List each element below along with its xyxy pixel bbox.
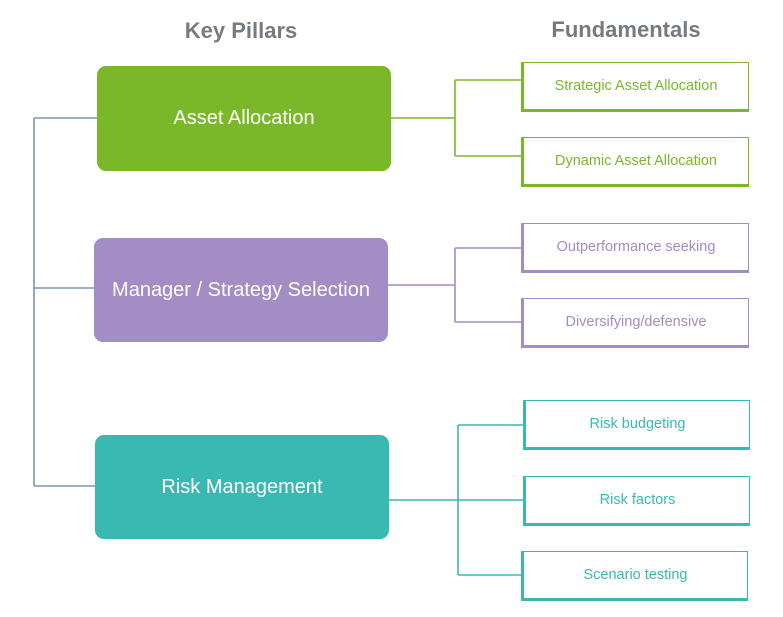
fundamental-scenario-testing: Scenario testing — [521, 551, 748, 601]
pillar-manager-strategy-selection: Manager / Strategy Selection — [94, 238, 388, 342]
fundamental-label: Strategic Asset Allocation — [554, 78, 718, 94]
fundamental-dynamic-asset-allocation: Dynamic Asset Allocation — [521, 137, 749, 187]
fundamental-label: Scenario testing — [583, 567, 688, 583]
key-pillars-header: Key Pillars — [184, 18, 298, 43]
fundamental-label: Diversifying/defensive — [565, 314, 707, 330]
fundamental-diversifying-defensive: Diversifying/defensive — [521, 298, 749, 348]
pillar-label: Manager / Strategy Selection — [112, 278, 370, 301]
fundamental-label: Outperformance seeking — [556, 239, 716, 255]
fundamental-risk-budgeting: Risk budgeting — [523, 400, 750, 450]
pillar-asset-allocation: Asset Allocation — [97, 66, 391, 171]
fundamental-risk-factors: Risk factors — [523, 476, 750, 526]
fundamental-outperformance-seeking: Outperformance seeking — [521, 223, 749, 273]
fundamental-label: Dynamic Asset Allocation — [555, 153, 717, 169]
fundamental-label: Risk factors — [599, 492, 676, 508]
fundamentals-header: Fundamentals — [551, 17, 701, 42]
pillar-label: Asset Allocation — [173, 107, 315, 129]
pillar-label: Risk Management — [161, 475, 323, 498]
pillar-risk-management: Risk Management — [95, 435, 389, 539]
fundamental-strategic-asset-allocation: Strategic Asset Allocation — [521, 62, 749, 112]
fundamental-label: Risk budgeting — [589, 416, 686, 432]
